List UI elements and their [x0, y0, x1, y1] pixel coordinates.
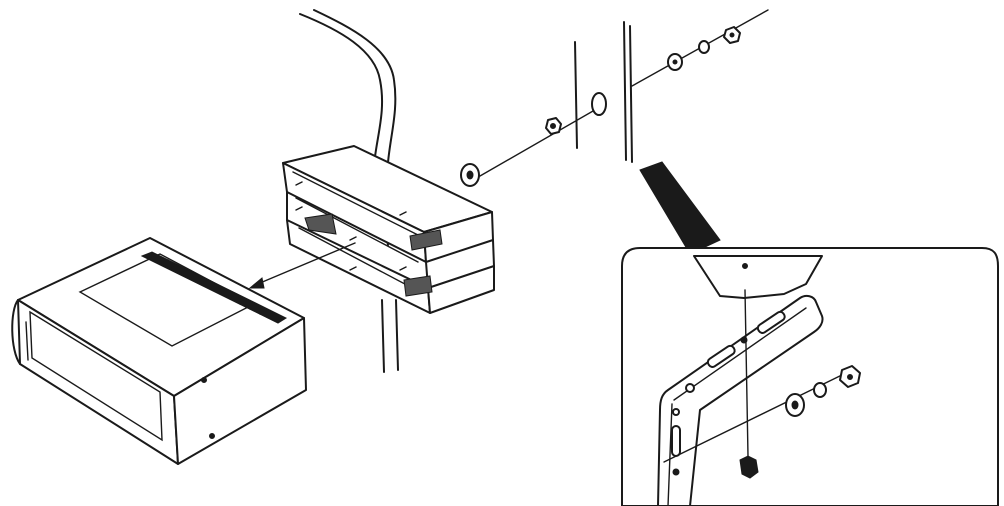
top-bracket — [693, 255, 823, 299]
vent-slots — [140, 251, 288, 324]
washer — [460, 163, 480, 187]
dashboard-panel-right — [574, 21, 633, 163]
dashboard-panel-left — [381, 299, 399, 373]
support-strap — [657, 294, 824, 506]
bolt-head — [739, 455, 759, 479]
sleeve-tab-left — [304, 213, 337, 235]
mounting-sleeve — [282, 145, 495, 314]
sleeve-tab-right-lower — [403, 275, 433, 297]
panel-hole — [591, 92, 607, 116]
detail-callout — [621, 247, 999, 506]
upper-hardware — [631, 9, 769, 87]
head-unit — [11, 237, 307, 465]
callout-pointer — [639, 161, 721, 255]
hex-nut — [545, 117, 562, 135]
detail-washer-small — [813, 382, 827, 398]
insertion-arrow — [248, 242, 356, 289]
sleeve-tab-right-upper — [409, 229, 443, 251]
threaded-rod — [479, 106, 601, 177]
